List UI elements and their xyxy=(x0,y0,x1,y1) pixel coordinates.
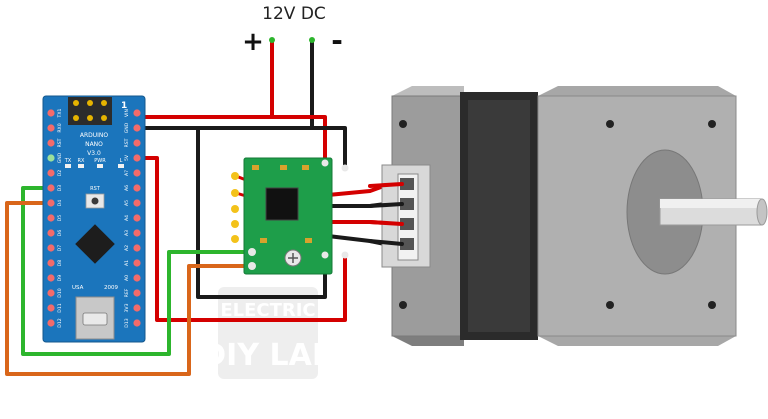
reset-label: RST xyxy=(90,186,101,192)
left-pin-label: D4 xyxy=(57,200,63,207)
dir-orange-wire xyxy=(5,201,252,376)
board-name-line1: ARDUINO xyxy=(80,132,109,139)
l-label: L xyxy=(120,158,123,164)
left-header-pins xyxy=(47,109,55,327)
supply-negative-terminal xyxy=(309,37,315,43)
gnd-loop-black-wire xyxy=(196,126,327,299)
board-name-line2: NANO xyxy=(85,141,103,148)
right-pin-label: VIN xyxy=(124,109,130,117)
motor-shaft xyxy=(659,198,768,226)
l-led xyxy=(118,164,124,168)
stepper-driver-board xyxy=(231,157,349,275)
rx-led xyxy=(78,164,84,168)
power-plus-label: + xyxy=(242,27,264,57)
motor-screw xyxy=(708,301,716,309)
left-pin-label: D9 xyxy=(57,275,63,282)
right-pin-label: A1 xyxy=(124,260,130,266)
usb-connector[interactable] xyxy=(75,296,115,340)
left-pin-label: D11 xyxy=(57,303,63,312)
icsp-header xyxy=(68,97,112,125)
pwr-led xyxy=(97,164,103,168)
right-pin-label: A6 xyxy=(124,185,130,191)
current-limit-potentiometer[interactable] xyxy=(284,249,302,267)
motor-screw xyxy=(708,120,716,128)
left-pin-label: GND xyxy=(57,152,63,163)
left-pin-label: D3 xyxy=(57,185,63,192)
gnd-black-wire xyxy=(135,126,347,170)
tx-led xyxy=(65,164,71,168)
driver-left-pins xyxy=(231,172,256,270)
left-pin-label: D8 xyxy=(57,260,63,267)
right-pin-label: GND xyxy=(124,122,130,133)
year-label: 2009 xyxy=(104,285,118,291)
driver-right-pins xyxy=(321,159,349,259)
supply-positive-terminal xyxy=(269,37,275,43)
vin-red-wire xyxy=(135,115,327,162)
step-green-wire xyxy=(21,186,252,356)
tx-label: TX xyxy=(64,158,72,164)
motor-screw xyxy=(606,301,614,309)
rx-label: RX xyxy=(78,158,85,164)
right-pin-labels: VIN GND RST 5V A7 A6 A5 A4 A3 A2 A1 A0 R… xyxy=(124,109,130,328)
right-pin-label: A4 xyxy=(124,215,130,221)
left-pin-label: TX1 xyxy=(57,108,63,118)
right-pin-label: A0 xyxy=(124,275,130,281)
left-pin-labels: TX1 RX0 RST GND D2 D3 D4 D5 D6 D7 D8 D9 … xyxy=(57,108,63,327)
right-pin-label: 5V xyxy=(124,154,130,161)
driver-chip xyxy=(265,187,299,221)
connector-wire-ends xyxy=(368,182,404,246)
microcontroller-chip xyxy=(75,224,115,264)
right-pin-label: 3V3 xyxy=(124,303,130,312)
stepper-motor xyxy=(381,86,768,346)
right-pin-label: RST xyxy=(124,138,130,147)
motor-screw xyxy=(399,301,407,309)
reset-button[interactable] xyxy=(85,193,105,209)
icsp-pin1-number: 1 xyxy=(121,101,127,111)
right-pin-label: A2 xyxy=(124,245,130,251)
left-pin-label: D10 xyxy=(57,288,63,297)
left-pin-label: RX0 xyxy=(57,123,63,132)
right-pin-label: A3 xyxy=(124,230,130,236)
left-pin-label: D6 xyxy=(57,230,63,237)
right-pin-label: REF xyxy=(124,288,130,297)
right-header-pins xyxy=(133,109,141,327)
power-minus-label: - xyxy=(331,24,343,57)
right-pin-label: D13 xyxy=(124,318,130,327)
5v-red-wire xyxy=(135,156,347,322)
power-title: 12V DC xyxy=(262,4,326,24)
watermark-line2: DIY LAB xyxy=(201,338,334,373)
left-pin-label: D12 xyxy=(57,318,63,327)
board-name-line3: V3.0 xyxy=(87,150,101,157)
motor-screw xyxy=(399,120,407,128)
watermark: ELECTRIC DIY LAB xyxy=(201,287,335,379)
left-pin-label: D2 xyxy=(57,170,63,177)
motor-connector xyxy=(381,164,431,268)
usa-label: USA xyxy=(72,285,84,291)
motor-screw xyxy=(606,120,614,128)
arduino-nano-board: 1 ARDUINO NANO V3.0 TX RX PWR L RST USA … xyxy=(42,95,146,343)
left-pin-label: D7 xyxy=(57,245,63,252)
left-pin-label: D5 xyxy=(57,215,63,222)
watermark-line1: ELECTRIC xyxy=(220,300,315,321)
right-pin-label: A7 xyxy=(124,170,130,176)
left-pin-label: RST xyxy=(57,138,63,147)
right-pin-label: A5 xyxy=(124,200,130,206)
pwr-label: PWR xyxy=(94,158,106,164)
